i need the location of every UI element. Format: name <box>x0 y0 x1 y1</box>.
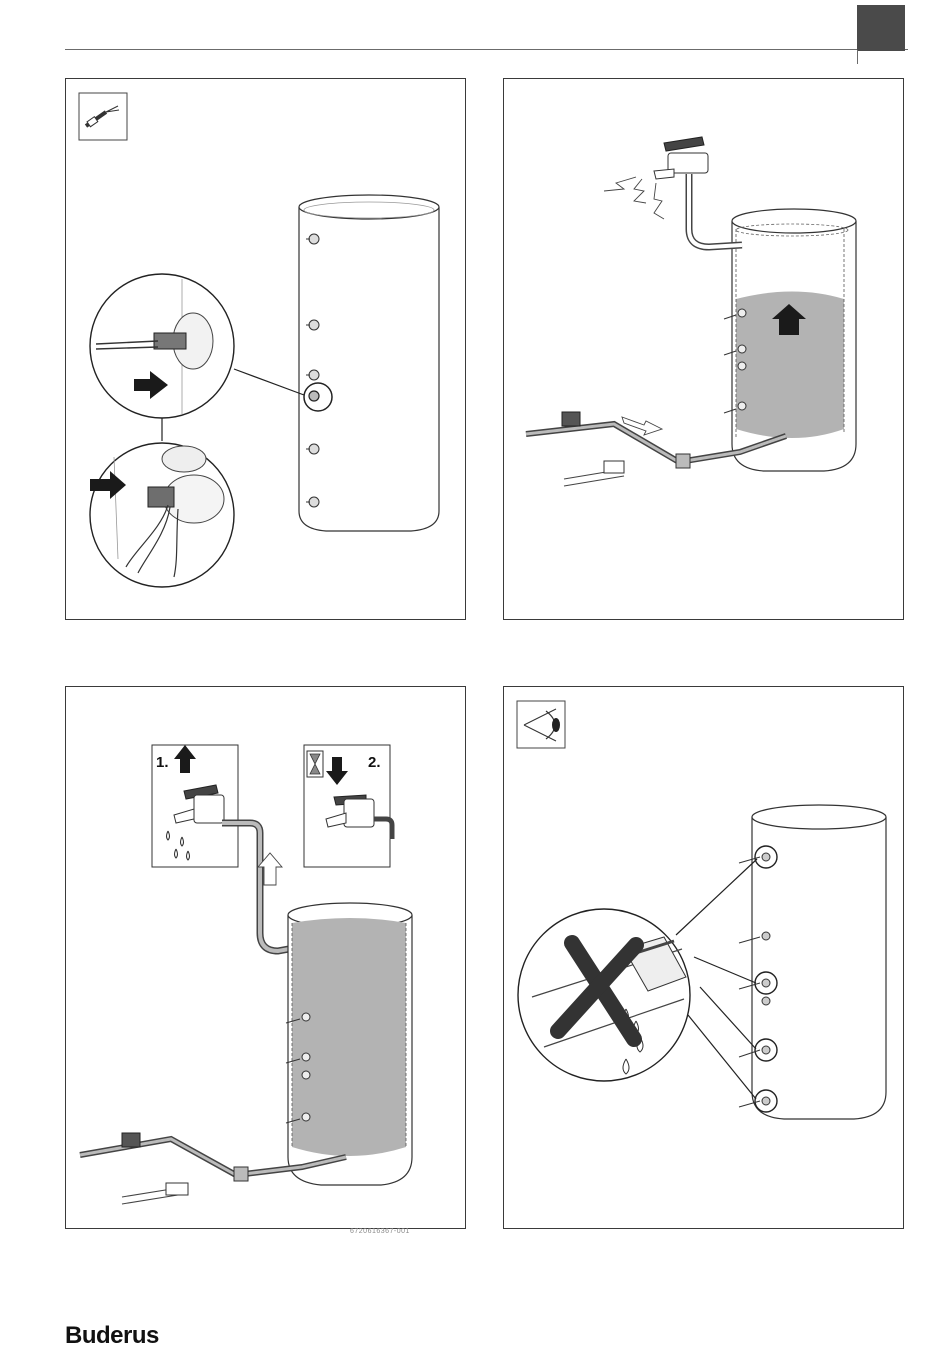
storage-tank <box>724 209 856 471</box>
water-fill <box>292 918 406 1156</box>
brand-logo: Buderus <box>65 1322 159 1350</box>
hourglass-icon <box>307 751 323 777</box>
panel-leak-check <box>503 686 904 1229</box>
panel-vent-tank: 1. 2. <box>65 686 466 1229</box>
step-2-close-tap: 2. <box>304 745 392 867</box>
figure-code: 6720616367-001 <box>350 1228 410 1235</box>
fill-tank-illustration <box>504 79 905 621</box>
step-2-number: 2. <box>368 754 381 771</box>
leak-check-illustration <box>504 687 905 1230</box>
storage-tank <box>299 195 439 531</box>
panel-sensor-install <box>65 78 466 620</box>
faucet-icon <box>604 137 742 247</box>
panel-fill-tank <box>503 78 904 620</box>
header-tick <box>857 50 858 64</box>
visual-inspection-eye-icon <box>517 701 565 748</box>
step-1-number: 1. <box>156 754 169 771</box>
chapter-tab <box>857 5 905 51</box>
detail-leak-check <box>518 909 690 1081</box>
sensor-cable-icon <box>79 93 127 140</box>
vent-tank-illustration: 1. 2. <box>66 687 467 1230</box>
storage-tank <box>286 903 412 1185</box>
detail-clip-sensor <box>90 443 234 587</box>
header-rule <box>65 49 908 50</box>
storage-tank <box>739 805 886 1119</box>
detail-insert-sensor <box>90 274 234 418</box>
step-1-open-tap: 1. <box>152 745 238 867</box>
sensor-install-illustration <box>66 79 467 621</box>
